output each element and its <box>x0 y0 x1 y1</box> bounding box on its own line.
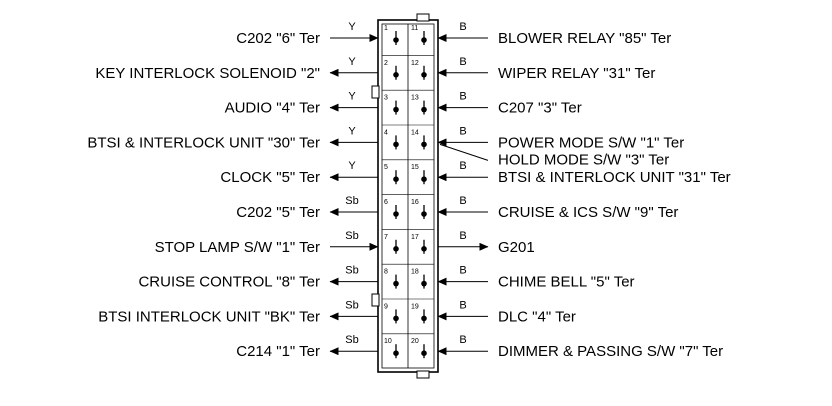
pin-terminal-1 <box>393 37 399 43</box>
wire-color-code: Sb <box>345 195 358 207</box>
wire-branch-pin-14 <box>439 143 489 161</box>
pin-number: 13 <box>411 95 419 102</box>
pin-terminal-3 <box>393 106 399 113</box>
pin-terminal-8 <box>393 280 399 287</box>
pin-terminal-19 <box>421 315 427 322</box>
pin-terminal-2 <box>393 72 399 78</box>
pin-number: 17 <box>411 234 419 241</box>
wire-color-code: Y <box>348 21 356 33</box>
pin-number: 8 <box>384 269 388 276</box>
pin-number: 18 <box>411 269 419 276</box>
pin-number: 5 <box>384 164 388 171</box>
wire-color-code: Y <box>348 56 356 68</box>
pin-terminal-15 <box>421 176 427 182</box>
pin-label: BTSI INTERLOCK UNIT "BK" Ter <box>98 308 320 325</box>
wire-color-code: B <box>459 195 466 207</box>
pin-label: CHIME BELL "5" Ter <box>498 274 635 291</box>
wire-color-code: B <box>459 334 466 346</box>
pin-terminal-20 <box>421 350 427 357</box>
wire-color-code: B <box>459 91 466 103</box>
wire-color-code: Y <box>348 91 356 103</box>
pin-terminal-10 <box>393 350 399 357</box>
connector-bottom-tab <box>416 370 430 379</box>
pin-label: CRUISE CONTROL "8" Ter <box>138 274 320 291</box>
pin-number: 3 <box>384 95 388 102</box>
wire-color-code: B <box>459 299 466 311</box>
wire-color-code: Y <box>348 125 356 137</box>
connector-side-latch-lower <box>371 293 380 307</box>
pin-extra-label: HOLD MODE S/W "3" Ter <box>498 151 669 168</box>
pin-terminal-12 <box>421 72 427 78</box>
wire-color-code: B <box>459 21 466 33</box>
pin-terminal-7 <box>393 246 399 252</box>
pin-label: BLOWER RELAY "85" Ter <box>498 30 671 47</box>
wire-color-code: B <box>459 230 466 242</box>
pin-number: 7 <box>384 234 388 241</box>
pin-terminal-16 <box>421 211 427 217</box>
pin-terminal-14 <box>421 141 427 148</box>
pin-label: C214 "1" Ter <box>236 343 320 360</box>
pin-label: G201 <box>498 239 535 256</box>
pin-label: BTSI & INTERLOCK UNIT "31" Ter <box>498 169 731 186</box>
pin-number: 2 <box>384 60 388 67</box>
pin-terminal-13 <box>421 106 427 113</box>
pin-terminal-5 <box>393 176 399 182</box>
pin-label: CLOCK "5" Ter <box>220 169 320 186</box>
pin-number: 9 <box>384 303 388 310</box>
pin-number: 4 <box>384 129 388 136</box>
pin-number: 1 <box>384 25 388 32</box>
connector-body <box>371 13 439 379</box>
pin-label: DLC "4" Ter <box>498 308 576 325</box>
pin-label: DIMMER & PASSING S/W "7" Ter <box>498 343 723 360</box>
pin-number: 10 <box>384 338 392 345</box>
pin-number: 20 <box>411 338 419 345</box>
pin-number: 12 <box>411 60 419 67</box>
wire-color-code: B <box>459 160 466 172</box>
pin-label: WIPER RELAY "31" Ter <box>498 65 655 82</box>
pin-number: 11 <box>411 25 418 32</box>
wire-color-code: Sb <box>345 230 358 242</box>
wire-color-code: B <box>459 265 466 277</box>
pin-terminal-4 <box>393 141 399 148</box>
pin-label: STOP LAMP S/W "1" Ter <box>155 239 320 256</box>
pin-label: AUDIO "4" Ter <box>225 100 320 117</box>
pin-number: 16 <box>411 199 419 206</box>
pin-label: C202 "6" Ter <box>236 30 320 47</box>
pin-number: 6 <box>384 199 388 206</box>
pin-label: CRUISE & ICS S/W "9" Ter <box>498 204 678 221</box>
pin-label: C207 "3" Ter <box>498 100 582 117</box>
pin-label: C202 "5" Ter <box>236 204 320 221</box>
pin-number: 15 <box>411 164 419 171</box>
pin-terminal-9 <box>393 315 399 322</box>
pin-number: 19 <box>411 303 419 310</box>
connector-housing <box>377 19 439 373</box>
pin-terminal-6 <box>393 211 399 217</box>
pin-number: 14 <box>411 129 419 136</box>
pin-terminal-17 <box>421 246 427 252</box>
wire-color-code: B <box>459 125 466 137</box>
connector-top-tab <box>416 13 430 22</box>
wire-color-code: Sb <box>345 265 358 277</box>
pin-terminal-11 <box>421 37 427 43</box>
wire-color-code: Y <box>348 160 356 172</box>
wire-color-code: B <box>459 56 466 68</box>
pin-terminal-18 <box>421 280 427 287</box>
pin-label: KEY INTERLOCK SOLENOID "2" <box>95 65 320 82</box>
wire-color-code: Sb <box>345 299 358 311</box>
wire-color-code: Sb <box>345 334 358 346</box>
connector-side-latch-upper <box>371 85 380 99</box>
pin-label: POWER MODE S/W "1" Ter <box>498 134 684 151</box>
pin-label: BTSI & INTERLOCK UNIT "30" Ter <box>87 134 320 151</box>
